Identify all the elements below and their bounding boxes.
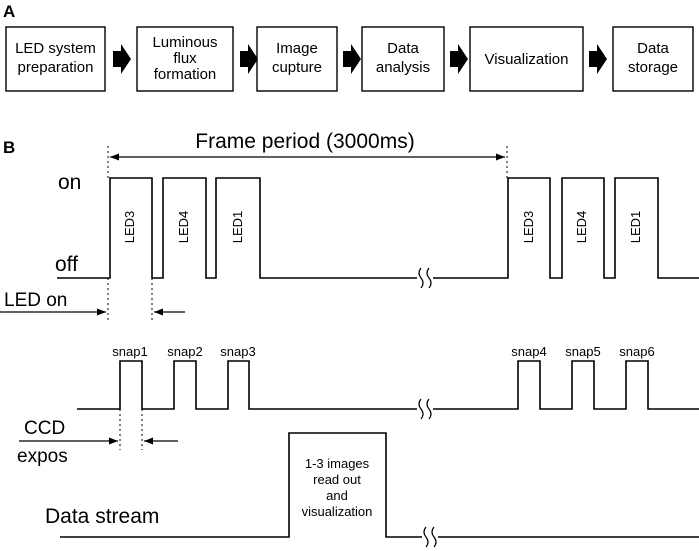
step-3-line-2: cupture bbox=[272, 59, 322, 76]
workflow-step-6: Data storage bbox=[612, 26, 694, 92]
ccd-label: CCD bbox=[24, 418, 65, 439]
step-2-line-2: flux bbox=[173, 50, 197, 67]
break-mark-3 bbox=[422, 526, 438, 548]
led-pulse-label-5: LED4 bbox=[574, 211, 589, 244]
data-box-line-3: and bbox=[326, 488, 348, 503]
step-1-line-1: LED system bbox=[15, 40, 96, 57]
led-pulse-label-6: LED1 bbox=[628, 211, 643, 244]
step-6-line-2: storage bbox=[628, 59, 678, 76]
workflow-step-4: Data analysis bbox=[361, 26, 445, 92]
step-4-line-2: analysis bbox=[376, 59, 430, 76]
data-box-line-2: read out bbox=[313, 472, 361, 487]
step-4-line-1: Data bbox=[387, 40, 419, 57]
data-box-line-4: visualization bbox=[302, 504, 373, 519]
break-mark-1 bbox=[417, 267, 433, 289]
off-label: off bbox=[55, 253, 78, 276]
data-box-line-1: 1-3 images bbox=[305, 456, 370, 471]
workflow-step-5: Visualization bbox=[469, 26, 584, 92]
flow-arrow-4 bbox=[450, 44, 468, 74]
step-5-line-1: Visualization bbox=[485, 51, 569, 68]
break-mark-2 bbox=[417, 398, 433, 420]
data-stream-waveform bbox=[60, 432, 699, 538]
ccd-waveform bbox=[77, 360, 699, 410]
flow-arrow-5 bbox=[589, 44, 607, 74]
step-2-line-1: Luminous bbox=[152, 34, 217, 51]
on-label: on bbox=[58, 171, 81, 194]
panel-a-label: A bbox=[3, 2, 15, 21]
snap-label-3: snap3 bbox=[220, 344, 255, 359]
expos-label: expos bbox=[17, 446, 68, 467]
step-3-line-1: Image bbox=[276, 40, 318, 57]
step-6-line-1: Data bbox=[637, 40, 669, 57]
frame-period-label: Frame period (3000ms) bbox=[195, 130, 414, 153]
flow-arrow-2 bbox=[240, 44, 258, 74]
step-2-line-3: formation bbox=[154, 66, 217, 83]
workflow-step-1: LED system preparation bbox=[5, 26, 106, 92]
workflow-step-2: Luminous flux formation bbox=[136, 26, 234, 92]
workflow-step-3: Image cupture bbox=[256, 26, 338, 92]
led-waveform bbox=[57, 177, 699, 279]
led-on-label: LED on bbox=[4, 290, 67, 311]
flow-arrow-3 bbox=[343, 44, 361, 74]
led-pulse-label-4: LED3 bbox=[521, 211, 536, 244]
snap-label-6: snap6 bbox=[619, 344, 654, 359]
led-pulse-label-1: LED3 bbox=[122, 211, 137, 244]
snap-label-5: snap5 bbox=[565, 344, 600, 359]
snap-label-2: snap2 bbox=[167, 344, 202, 359]
led-pulse-label-2: LED4 bbox=[176, 211, 191, 244]
panel-b-label: B bbox=[3, 138, 15, 157]
step-1-line-2: preparation bbox=[18, 59, 94, 76]
snap-label-1: snap1 bbox=[112, 344, 147, 359]
flow-arrow-1 bbox=[113, 44, 131, 74]
led-pulse-label-3: LED1 bbox=[230, 211, 245, 244]
data-stream-label: Data stream bbox=[45, 505, 159, 528]
snap-label-4: snap4 bbox=[511, 344, 546, 359]
